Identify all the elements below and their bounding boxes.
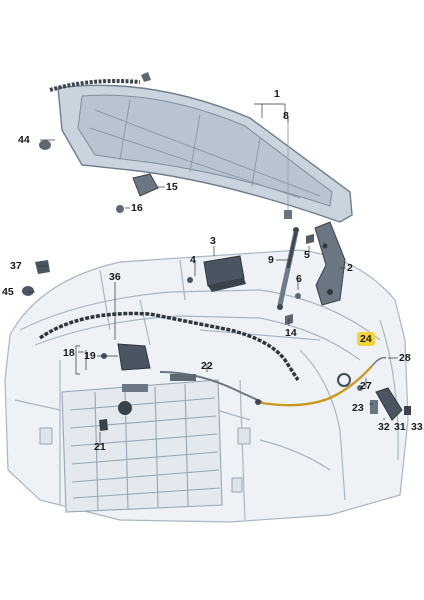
hinge-bolt — [306, 234, 314, 244]
bracket — [187, 255, 246, 292]
label-5: 5 — [304, 249, 310, 261]
bolt-21 — [99, 419, 108, 431]
release-handle — [357, 385, 411, 421]
label-9: 9 — [268, 254, 274, 266]
label-23: 23 — [352, 402, 364, 414]
hood-latch-hook — [116, 173, 159, 213]
label-22: 22 — [201, 360, 213, 372]
label-3: 3 — [210, 235, 216, 247]
label-33: 33 — [411, 421, 423, 433]
clip-45 — [22, 286, 34, 296]
label-16: 16 — [131, 202, 143, 214]
label-2: 2 — [347, 262, 353, 274]
label-32: 32 — [378, 421, 390, 433]
nut — [295, 293, 301, 299]
leader-lines — [28, 103, 398, 445]
release-cable — [255, 356, 387, 407]
hood-hinge — [314, 221, 346, 306]
label-24-highlighted: 24 — [357, 332, 375, 346]
bumper-cutouts — [39, 427, 251, 493]
label-4: 4 — [190, 254, 196, 266]
label-37: 37 — [10, 260, 22, 272]
label-19: 19 — [84, 350, 96, 362]
label-8: 8 — [283, 110, 289, 122]
label-44: 44 — [18, 134, 30, 146]
gas-strut — [277, 227, 299, 310]
label-15: 15 — [166, 181, 178, 193]
clip-37 — [35, 260, 50, 274]
hood-clip — [141, 72, 151, 82]
label-1: 1 — [274, 88, 280, 100]
label-27: 27 — [360, 380, 372, 392]
bracket-18 — [75, 345, 80, 375]
hood — [49, 79, 353, 223]
label-36: 36 — [109, 271, 121, 283]
hood-seal-strip — [38, 311, 300, 381]
hood-buffer — [39, 140, 51, 150]
label-28: 28 — [399, 352, 411, 364]
grille — [61, 379, 223, 513]
label-45: 45 — [2, 286, 14, 298]
label-6: 6 — [296, 273, 302, 285]
label-18: 18 — [63, 347, 75, 359]
ball-stud — [284, 118, 292, 219]
label-21: 21 — [94, 441, 106, 453]
label-14: 14 — [285, 327, 297, 339]
label-31: 31 — [394, 421, 406, 433]
release-lever — [159, 371, 263, 403]
